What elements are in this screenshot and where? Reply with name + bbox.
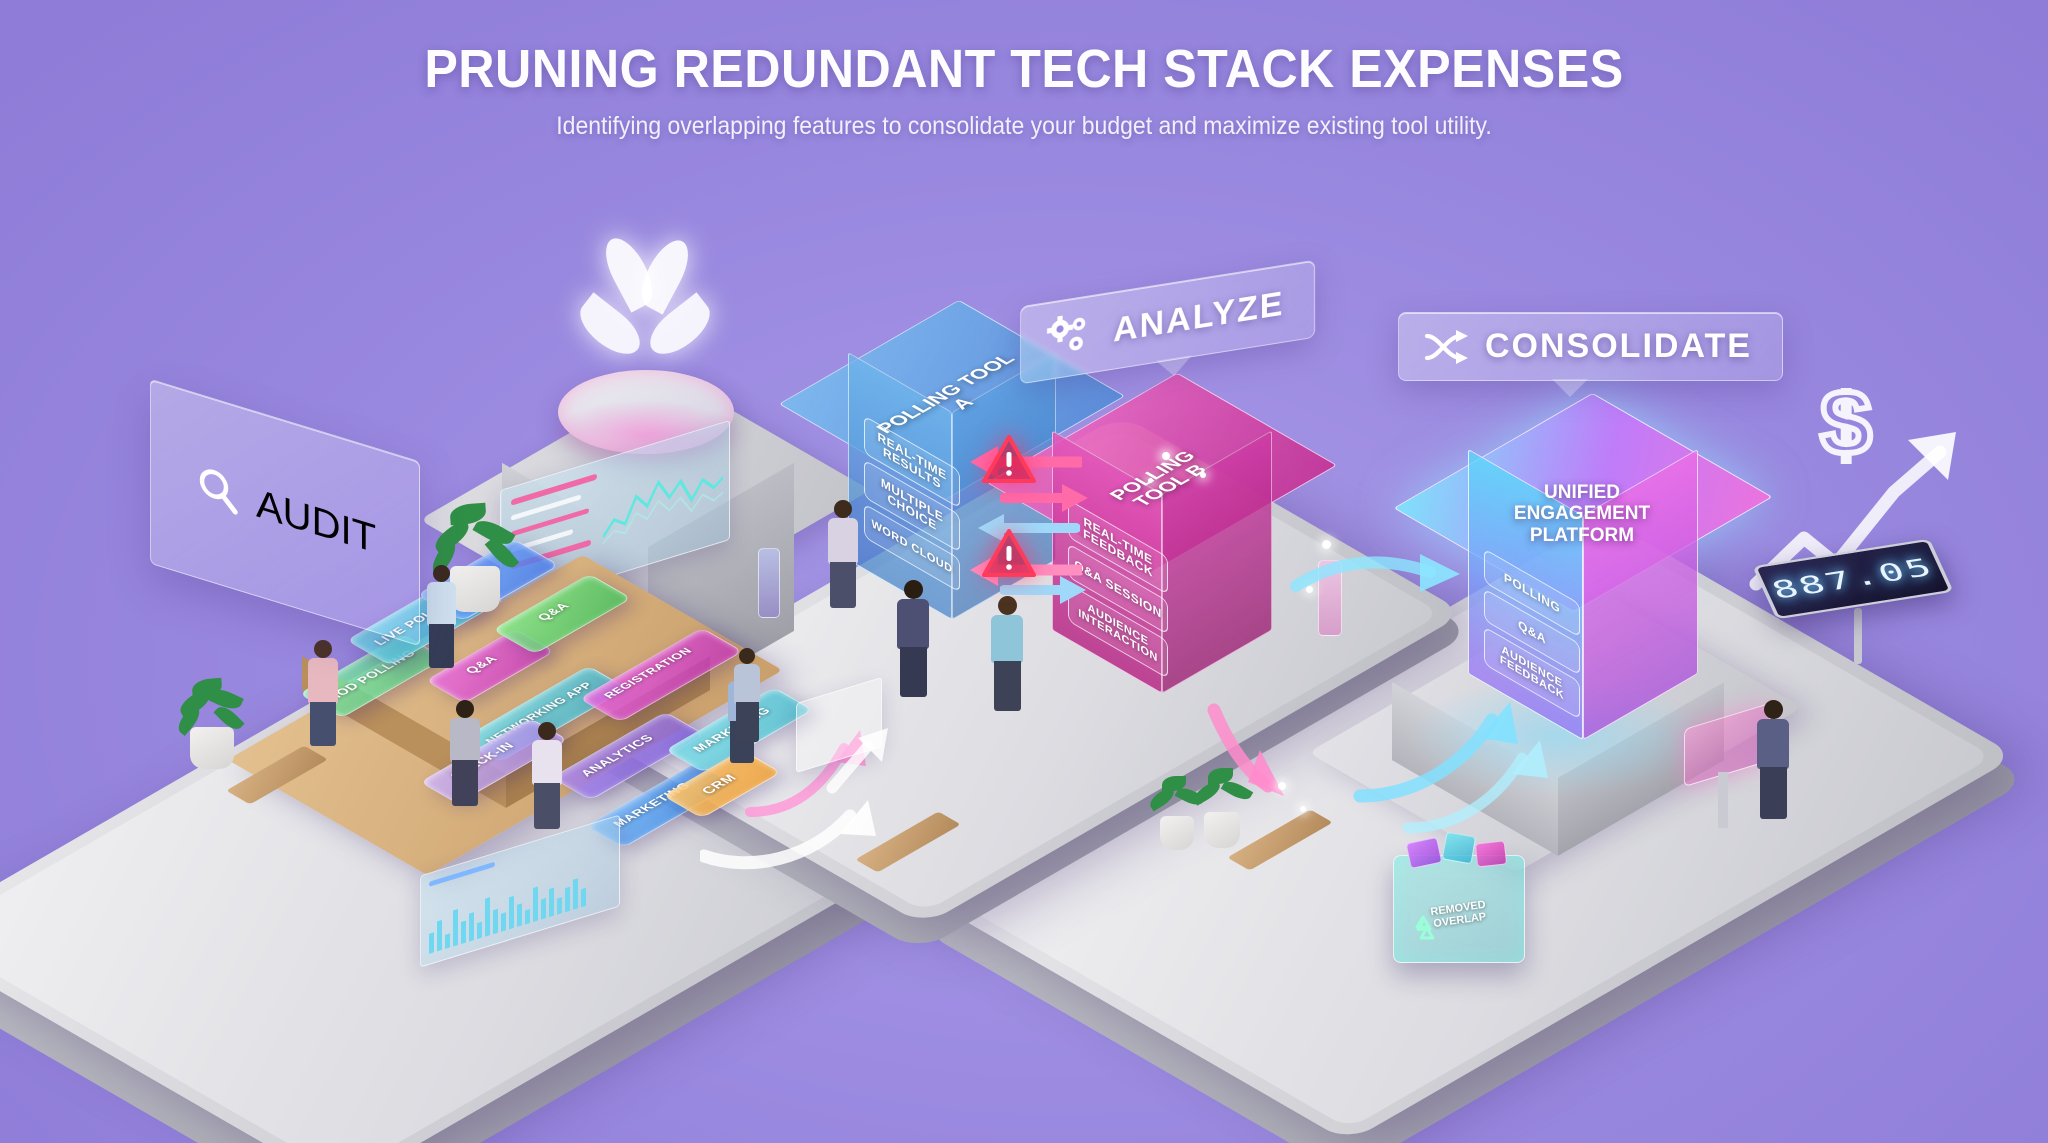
sparkle <box>1162 452 1170 460</box>
sparkle <box>1300 806 1306 812</box>
pillar-display-left <box>758 548 780 618</box>
audit-metrics-screen <box>420 814 620 968</box>
savings-counter-value: 887.05 <box>1767 552 1939 606</box>
merge-arrow-cyan-2 <box>1402 740 1548 834</box>
sparkle <box>1322 540 1331 549</box>
flow-arrow-center-glass <box>826 728 888 794</box>
stage-banner-consolidate[interactable]: CONSOLIDATE <box>1398 312 1783 397</box>
svg-text:$: $ <box>1820 388 1871 474</box>
search-icon <box>194 458 242 526</box>
sparkle <box>1148 478 1153 483</box>
audit-dashboard-screen <box>500 419 730 611</box>
unified-platform-title: UNIFIED ENGAGEMENT PLATFORM <box>1513 482 1651 546</box>
overlap-arrow-pink-right <box>1000 484 1088 512</box>
stage-banner-analyze[interactable]: ANALYZE <box>1020 259 1316 385</box>
stage-banner-audit-label: AUDIT <box>256 481 376 562</box>
kiosk-stand <box>1718 772 1728 828</box>
banner-tail <box>1552 379 1589 397</box>
merge-arrow-cyan-from-b <box>1290 554 1460 592</box>
discarded-tile <box>1405 836 1443 870</box>
warning-triangle-icon[interactable] <box>982 528 1036 578</box>
page-title: PRUNING REDUNDANT TECH STACK EXPENSES <box>424 39 1624 99</box>
warning-triangle-icon[interactable] <box>982 434 1036 484</box>
discarded-tile <box>1474 840 1508 868</box>
counter-stand <box>1854 608 1862 664</box>
flow-arrow-audit-to-analyze <box>700 800 876 870</box>
flow-arrow-analyze-to-consolidate <box>1207 703 1284 796</box>
shuffle-icon <box>1423 328 1469 366</box>
overlap-arrow-blue-right <box>1000 576 1086 604</box>
brand-petal-logo <box>556 231 736 375</box>
banner-tail <box>1155 355 1192 379</box>
sparkle <box>1306 586 1313 593</box>
page-subtitle: Identifying overlapping features to cons… <box>556 112 1492 140</box>
recycle-icon <box>1406 912 1440 946</box>
stage-banner-consolidate-label: CONSOLIDATE <box>1485 327 1752 365</box>
header: PRUNING REDUNDANT TECH STACK EXPENSES Id… <box>0 38 2048 141</box>
stage-banner-analyze-label: ANALYZE <box>1113 284 1285 350</box>
overlap-arrow-blue-mid <box>978 514 1080 542</box>
stage-banner-audit[interactable]: AUDIT <box>150 378 420 647</box>
sparkle <box>1200 472 1206 478</box>
gears-icon <box>1045 309 1097 365</box>
merge-arrow-cyan-1 <box>1353 702 1518 803</box>
sparkle <box>1278 782 1286 790</box>
discarded-tile <box>1441 831 1477 865</box>
